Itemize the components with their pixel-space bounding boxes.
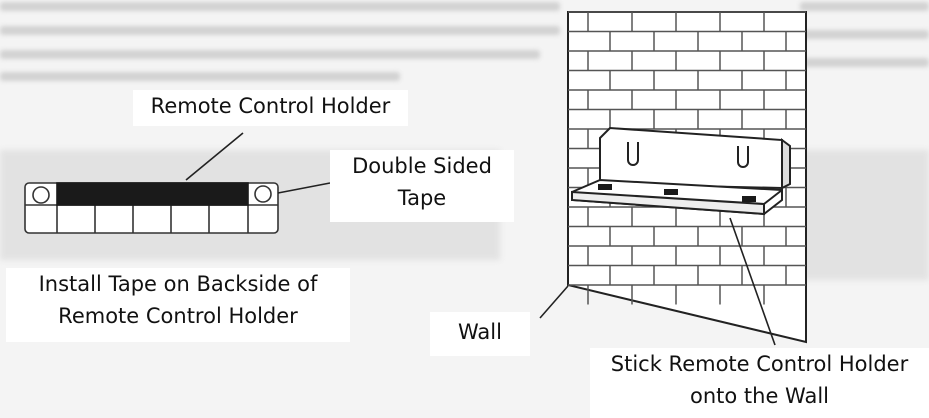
label-text: Remote Control Holder xyxy=(150,94,391,118)
label-text: Remote Control Holder xyxy=(58,304,298,328)
double-sided-tape xyxy=(56,182,249,206)
holder-on-wall xyxy=(571,126,791,216)
label-install-tape: Install Tape on Backside of Remote Contr… xyxy=(6,268,350,342)
label-text: Stick Remote Control Holder xyxy=(610,352,909,376)
label-stick-holder: Stick Remote Control Holder onto the Wal… xyxy=(590,348,929,418)
label-text: Install Tape on Backside of xyxy=(38,272,318,296)
label-text: Wall xyxy=(458,320,502,344)
label-double-sided-tape: Double Sided Tape xyxy=(330,150,514,222)
label-remote-control-holder: Remote Control Holder xyxy=(133,90,408,126)
label-wall: Wall xyxy=(430,312,530,356)
label-text: Tape xyxy=(397,186,447,210)
leader-lines xyxy=(185,132,776,346)
label-text: onto the Wall xyxy=(689,384,829,408)
label-text: Double Sided xyxy=(352,154,492,178)
holder-backside xyxy=(24,182,279,234)
